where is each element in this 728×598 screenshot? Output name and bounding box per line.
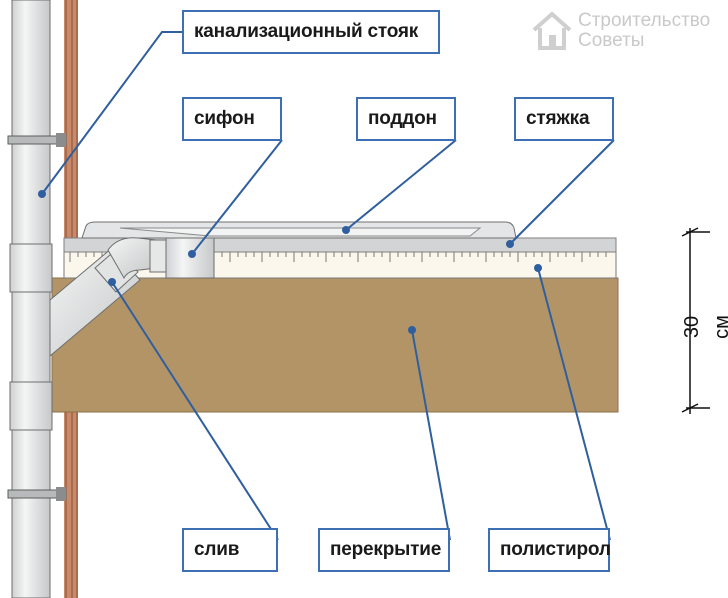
riser-pipe bbox=[7, 0, 67, 598]
label-drain-text: слив bbox=[194, 539, 240, 560]
label-polystyrene-text: полистирол bbox=[500, 539, 611, 560]
dimension-marker bbox=[681, 227, 710, 414]
shower-tray bbox=[81, 221, 517, 239]
label-siphon-text: сифон bbox=[194, 108, 255, 129]
label-riser-text: канализационный стояк bbox=[194, 21, 419, 42]
leader-tray bbox=[345, 139, 457, 231]
label-screed: стяжка bbox=[514, 97, 614, 141]
label-screed-text: стяжка bbox=[526, 108, 590, 129]
leader-dots bbox=[38, 190, 542, 334]
label-slab-text: перекрытие bbox=[330, 539, 442, 560]
leader-lines bbox=[41, 31, 615, 541]
leader-screed bbox=[509, 139, 615, 245]
label-tray: поддон bbox=[356, 97, 456, 141]
leader-siphon bbox=[191, 139, 283, 255]
leader-polystyrene bbox=[537, 267, 611, 541]
label-polystyrene: полистирол bbox=[488, 528, 611, 572]
site-logo: Строительство Советы bbox=[530, 8, 720, 54]
drain-pipe bbox=[49, 237, 167, 358]
logo-text: Строительство Советы bbox=[578, 11, 710, 51]
dimension-label: 30 см bbox=[681, 315, 728, 339]
label-tray-text: поддон bbox=[368, 108, 437, 129]
logo-line2: Советы bbox=[578, 30, 645, 51]
label-riser: канализационный стояк bbox=[182, 10, 440, 54]
leader-riser bbox=[41, 31, 182, 195]
leader-slab bbox=[411, 329, 451, 541]
leader-drain bbox=[111, 281, 279, 541]
label-drain: слив bbox=[182, 528, 278, 572]
siphon bbox=[165, 237, 215, 279]
label-siphon: сифон bbox=[182, 97, 282, 141]
label-slab: перекрытие bbox=[318, 528, 450, 572]
house-icon bbox=[532, 11, 572, 50]
slab bbox=[51, 277, 619, 413]
logo-line1: Строительство bbox=[578, 10, 711, 31]
